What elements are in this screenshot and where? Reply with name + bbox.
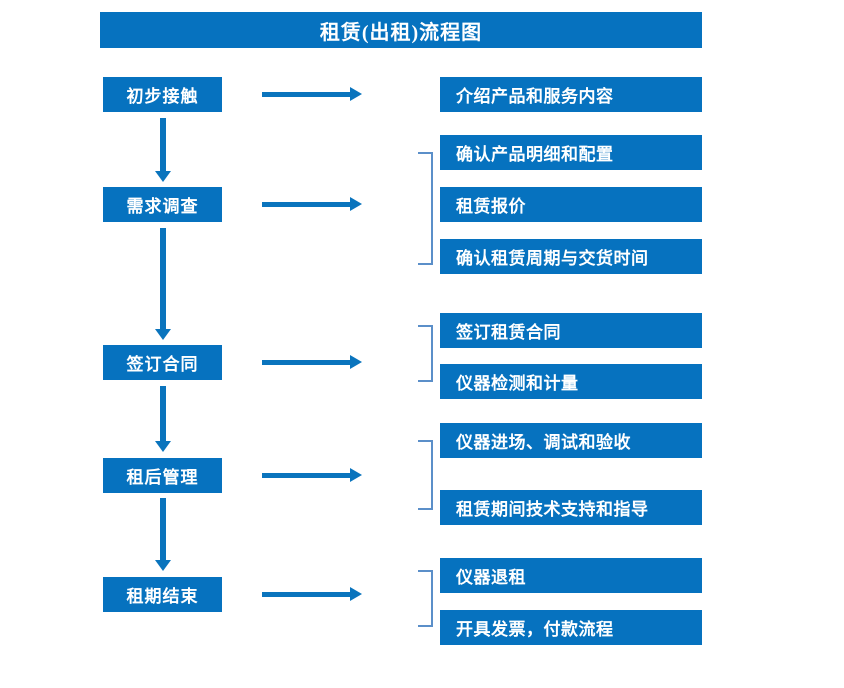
detail-box-instrument-return[interactable]: 仪器退租 (440, 558, 702, 593)
flow-arrow-down-3 (155, 386, 171, 452)
stage-box-lease-end[interactable]: 租期结束 (103, 577, 222, 612)
flow-arrow-right-3 (262, 355, 362, 369)
stage-box-post-rental-mgmt[interactable]: 租后管理 (103, 458, 222, 493)
bracket-connector-group-4 (418, 440, 433, 510)
page-title: 租赁(出租)流程图 (100, 12, 702, 48)
flow-arrow-down-2 (155, 228, 171, 340)
bracket-connector-group-2 (418, 152, 433, 265)
detail-box-rental-quotation[interactable]: 租赁报价 (440, 187, 702, 222)
detail-box-invoice-payment[interactable]: 开具发票，付款流程 (440, 610, 702, 645)
stage-box-sign-contract[interactable]: 签订合同 (103, 345, 222, 380)
bracket-connector-group-3 (418, 325, 433, 382)
detail-box-confirm-period-delivery[interactable]: 确认租赁周期与交货时间 (440, 239, 702, 274)
stage-box-initial-contact[interactable]: 初步接触 (103, 77, 222, 112)
stage-box-needs-survey[interactable]: 需求调查 (103, 187, 222, 222)
detail-box-confirm-product-details[interactable]: 确认产品明细和配置 (440, 135, 702, 170)
flow-arrow-right-1 (262, 87, 362, 101)
detail-box-instrument-testing[interactable]: 仪器检测和计量 (440, 364, 702, 399)
detail-box-introduce-products[interactable]: 介绍产品和服务内容 (440, 77, 702, 112)
bracket-connector-group-5 (418, 570, 433, 627)
flow-arrow-down-1 (155, 118, 171, 182)
flow-arrow-down-4 (155, 498, 171, 571)
detail-box-technical-support[interactable]: 租赁期间技术支持和指导 (440, 490, 702, 525)
flow-arrow-right-2 (262, 197, 362, 211)
detail-box-sign-rental-contract[interactable]: 签订租赁合同 (440, 313, 702, 348)
flow-arrow-right-5 (262, 587, 362, 601)
flow-arrow-right-4 (262, 468, 362, 482)
detail-box-instrument-entry-commissioning[interactable]: 仪器进场、调试和验收 (440, 423, 702, 458)
